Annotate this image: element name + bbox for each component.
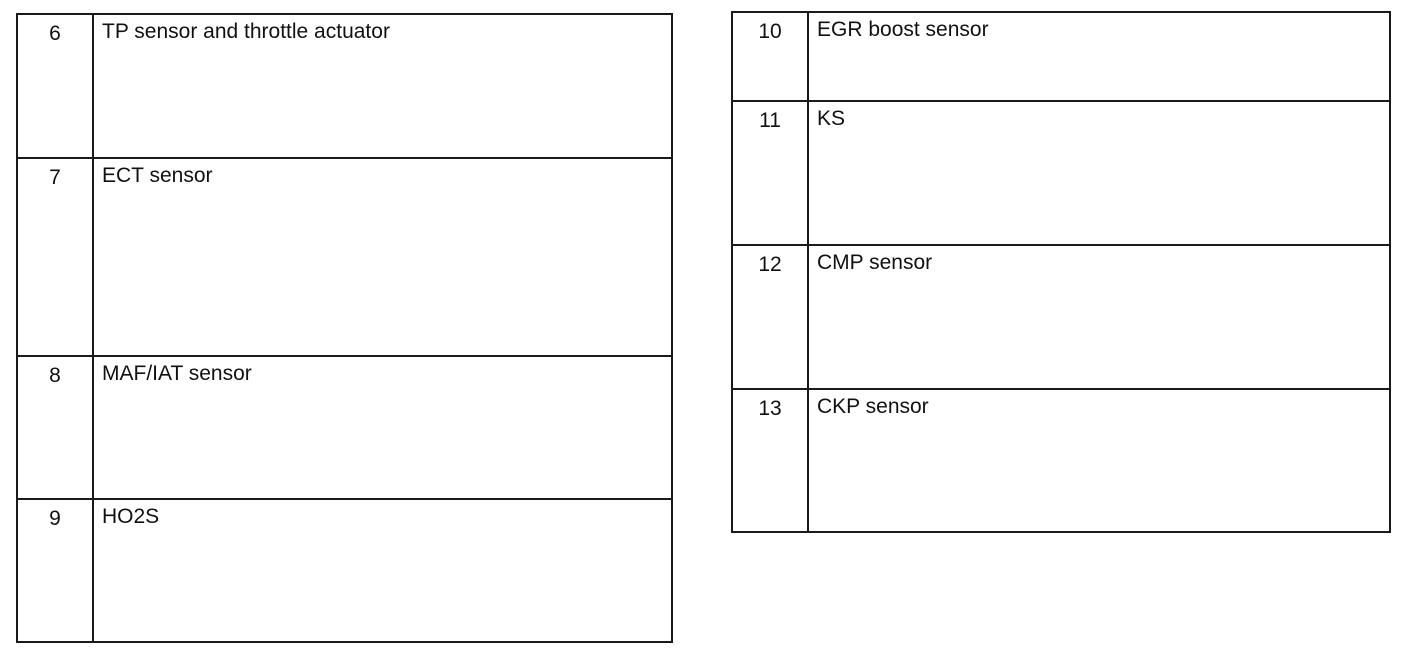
table-row: 8 MAF/IAT sensor	[18, 355, 671, 499]
row-number: 12	[733, 246, 809, 389]
table-row: 12 CMP sensor	[733, 244, 1389, 389]
component-label: CMP sensor	[817, 251, 933, 274]
table-row: 10 EGR boost sensor	[733, 13, 1389, 101]
component-label: EGR boost sensor	[817, 18, 989, 41]
component-label: CKP sensor	[817, 395, 929, 418]
component-label: MAF/IAT sensor	[102, 362, 252, 385]
component-label: KS	[817, 107, 846, 130]
component-table-left: 6 TP sensor and throttle actuator 7 ECT …	[16, 13, 673, 643]
table-row: 13 CKP sensor	[733, 388, 1389, 531]
table-row: 6 TP sensor and throttle actuator	[18, 15, 671, 158]
table-row: 7 ECT sensor	[18, 157, 671, 356]
row-number: 13	[733, 390, 809, 531]
component-label: HO2S	[102, 505, 160, 528]
component-label: ECT sensor	[102, 164, 213, 187]
table-row: 11 KS	[733, 100, 1389, 245]
row-number: 6	[18, 15, 94, 158]
row-number: 9	[18, 500, 94, 641]
row-number: 11	[733, 102, 809, 245]
row-number: 8	[18, 357, 94, 499]
table-row: 9 HO2S	[18, 498, 671, 641]
row-number: 10	[733, 13, 809, 101]
component-table-right: 10 EGR boost sensor 11 KS 12 CMP sensor …	[731, 11, 1391, 533]
component-label: TP sensor and throttle actuator	[102, 20, 390, 43]
row-number: 7	[18, 159, 94, 356]
